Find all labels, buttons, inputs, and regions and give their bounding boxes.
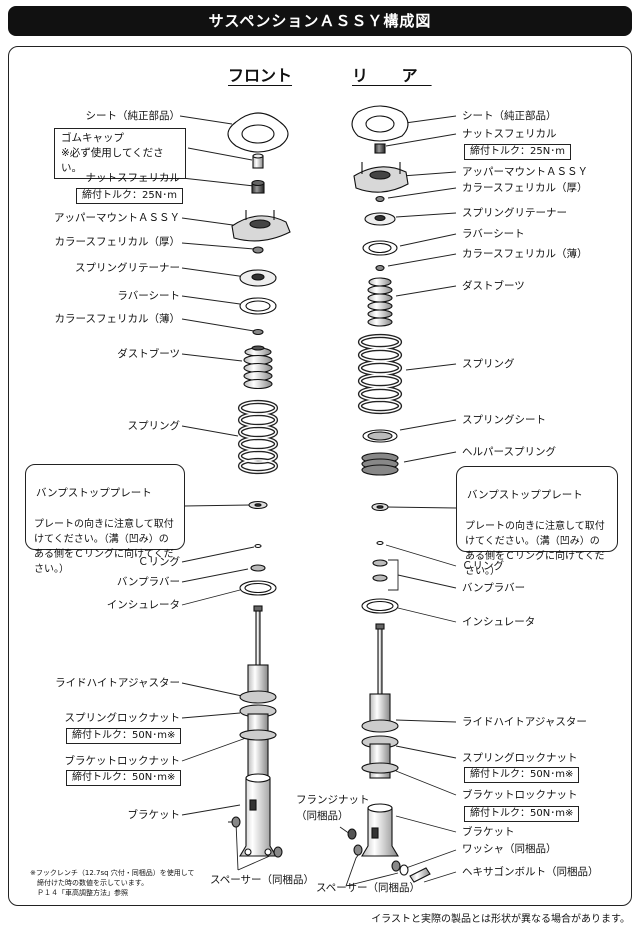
- front-heading: フロント: [228, 66, 293, 85]
- rear-bump-stop-note: バンプストッププレート プレートの向きに注意して取付 けてください。（溝（凹み）…: [456, 466, 618, 577]
- rear-label-c-ring: Ｃリング: [462, 560, 504, 572]
- rear-label-hex-bolt: ヘキサゴンボルト（同梱品）: [462, 866, 599, 878]
- front-bump-stop-note-body: プレートの向きに注意して取付 けてください。（溝（凹み）の ある側をＣリングに向…: [34, 519, 174, 575]
- disclaimer: イラストと実際の製品とは形状が異なる場合があります。: [371, 914, 630, 925]
- rear-label-rubber-sheet: ラバーシート: [462, 228, 525, 240]
- rear-label-nut: ナットスフェリカル: [462, 128, 557, 140]
- rear-bump-stop-note-title: バンプストッププレート: [467, 489, 583, 501]
- front-bump-stop-note-title: バンプストッププレート: [36, 487, 152, 499]
- front-label-rubber-sheet: ラバーシート: [117, 290, 180, 302]
- rear-label-spacer: スペーサー（同梱品）: [316, 882, 421, 894]
- rear-label-collar-thick: カラースフェリカル（厚）: [462, 182, 588, 194]
- rear-label-spring-lock: スプリングロックナット: [462, 752, 578, 764]
- front-label-dust-boot: ダストブーツ: [117, 348, 180, 360]
- rear-label-spring: スプリング: [462, 358, 515, 370]
- front-label-spacer: スペーサー（同梱品）: [210, 874, 315, 886]
- rear-label-flange-nut: フランジナット （同梱品）: [296, 794, 370, 822]
- rear-bump-stop-note-body: プレートの向きに注意して取付 けてください。（溝（凹み）の ある側をＣリングに向…: [465, 521, 605, 577]
- front-label-spring: スプリング: [127, 420, 181, 432]
- rear-label-bump-rubber: バンプラバー: [462, 582, 526, 594]
- diagram-frame: [8, 46, 632, 906]
- front-torque-nut: 締付トルク：25N･m: [76, 188, 183, 204]
- front-label-bracket-lock: ブラケットロックナット: [64, 755, 181, 767]
- front-label-spring-retainer: スプリングリテーナー: [75, 262, 180, 274]
- front-rubber-cap-box: ゴムキャップ ※必ず使用してください。: [54, 128, 186, 179]
- front-label-collar-thick: カラースフェリカル（厚）: [54, 236, 180, 248]
- front-torque-spring-lock: 締付トルク：50N･m※: [66, 728, 182, 744]
- rear-label-spring-retainer: スプリングリテーナー: [462, 207, 567, 219]
- front-label-collar-thin: カラースフェリカル（薄）: [54, 313, 180, 325]
- rear-torque-nut: 締付トルク：25N･m: [464, 144, 571, 160]
- rear-label-bracket: ブラケット: [462, 826, 515, 838]
- front-label-c-ring: Ｃリング: [138, 556, 180, 568]
- rear-label-washer: ワッシャ（同梱品）: [462, 843, 557, 855]
- page-title: サスペンションＡＳＳＹ構成図: [8, 6, 632, 36]
- rear-heading: リ ア: [352, 66, 432, 85]
- front-label-upper-mount: アッパーマウントＡＳＳＹ: [54, 212, 180, 224]
- rear-label-helper-spring: ヘルパースプリング: [462, 446, 556, 458]
- rear-label-spring-sheet: スプリングシート: [462, 414, 546, 426]
- front-torque-bracket-lock: 締付トルク：50N･m※: [66, 770, 182, 786]
- rear-label-insulator: インシュレータ: [462, 616, 536, 628]
- rear-label-collar-thin: カラースフェリカル（薄）: [462, 248, 588, 260]
- rear-label-upper-mount: アッパーマウントＡＳＳＹ: [462, 166, 588, 178]
- torque-footnote: ※フックレンチ（12.7sq 穴付・同梱品）を使用して 締付けた時の数値を示して…: [30, 869, 195, 897]
- front-label-spring-lock: スプリングロックナット: [64, 712, 181, 724]
- front-label-nut: ナットスフェリカル: [85, 172, 181, 184]
- front-label-insulator: インシュレータ: [106, 599, 180, 611]
- rear-label-ride-height: ライドハイトアジャスター: [462, 716, 587, 728]
- rear-torque-bracket-lock: 締付トルク：50N･m※: [464, 806, 580, 822]
- front-label-sheet: シート（純正部品）: [85, 110, 181, 122]
- front-label-bump-rubber: バンプラバー: [116, 576, 180, 588]
- rear-torque-spring-lock: 締付トルク：50N･m※: [464, 767, 580, 783]
- front-bump-stop-note: バンプストッププレート プレートの向きに注意して取付 けてください。（溝（凹み）…: [25, 464, 185, 575]
- rear-label-dust-boot: ダストブーツ: [462, 280, 525, 292]
- front-label-bracket: ブラケット: [127, 809, 181, 821]
- rear-label-sheet: シート（純正部品）: [462, 110, 557, 122]
- front-label-ride-height: ライドハイトアジャスター: [55, 677, 180, 689]
- rear-label-bracket-lock: ブラケットロックナット: [462, 789, 578, 801]
